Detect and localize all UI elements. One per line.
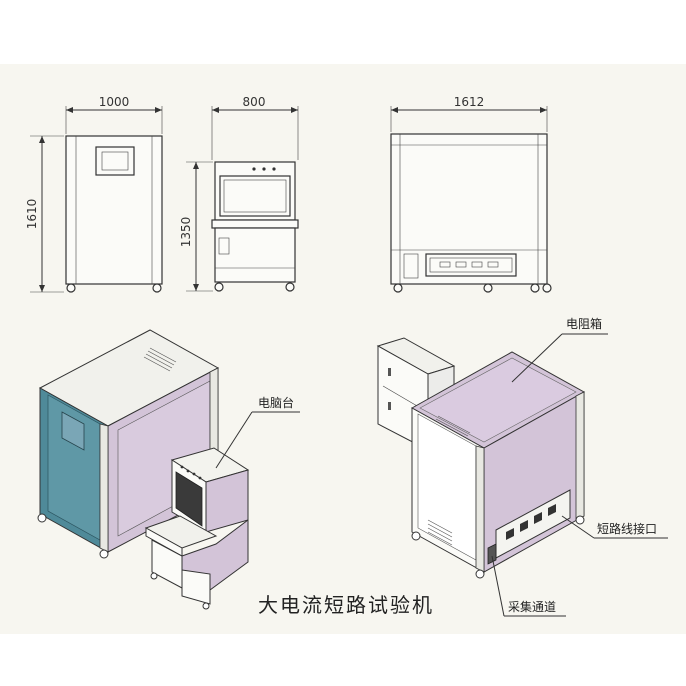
dimension-1000: 1000 xyxy=(65,95,163,134)
iso-computer-desk xyxy=(144,447,250,610)
dimension-1350: 1350 xyxy=(179,161,213,292)
acquisition-channel-text: 采集通道 xyxy=(508,599,556,614)
resistor-box-text: 电阻箱 xyxy=(566,316,602,331)
short-circuit-port-text: 短路线接口 xyxy=(597,521,657,536)
label-short-circuit-port: 短路线接口 xyxy=(561,515,668,539)
dimension-1610: 1610 xyxy=(25,135,64,293)
dim-1350-text: 1350 xyxy=(179,217,193,248)
dim-800-text: 800 xyxy=(243,95,266,109)
side-port-panel xyxy=(425,253,517,277)
dim-1000-text: 1000 xyxy=(99,95,130,109)
console-desk xyxy=(211,219,299,229)
computer-desk-text: 电脑台 xyxy=(258,395,294,410)
dim-1610-text: 1610 xyxy=(25,199,39,230)
console-front-view xyxy=(211,161,299,292)
label-resistor-box: 电阻箱 xyxy=(511,316,608,383)
console-monitor xyxy=(219,175,291,217)
console-base xyxy=(214,227,296,283)
label-acquisition-channel: 采集通道 xyxy=(491,555,566,617)
drawing-title: 大电流短路试验机 xyxy=(258,593,434,617)
iso-main-unit xyxy=(410,351,586,579)
cabinet-front-view xyxy=(65,135,163,293)
cabinet-display xyxy=(95,146,135,176)
side-view xyxy=(390,133,552,293)
dim-1612-text: 1612 xyxy=(454,95,485,109)
label-computer-desk: 电脑台 xyxy=(215,395,300,469)
dimension-1612: 1612 xyxy=(390,95,548,132)
dimension-800: 800 xyxy=(211,95,299,160)
